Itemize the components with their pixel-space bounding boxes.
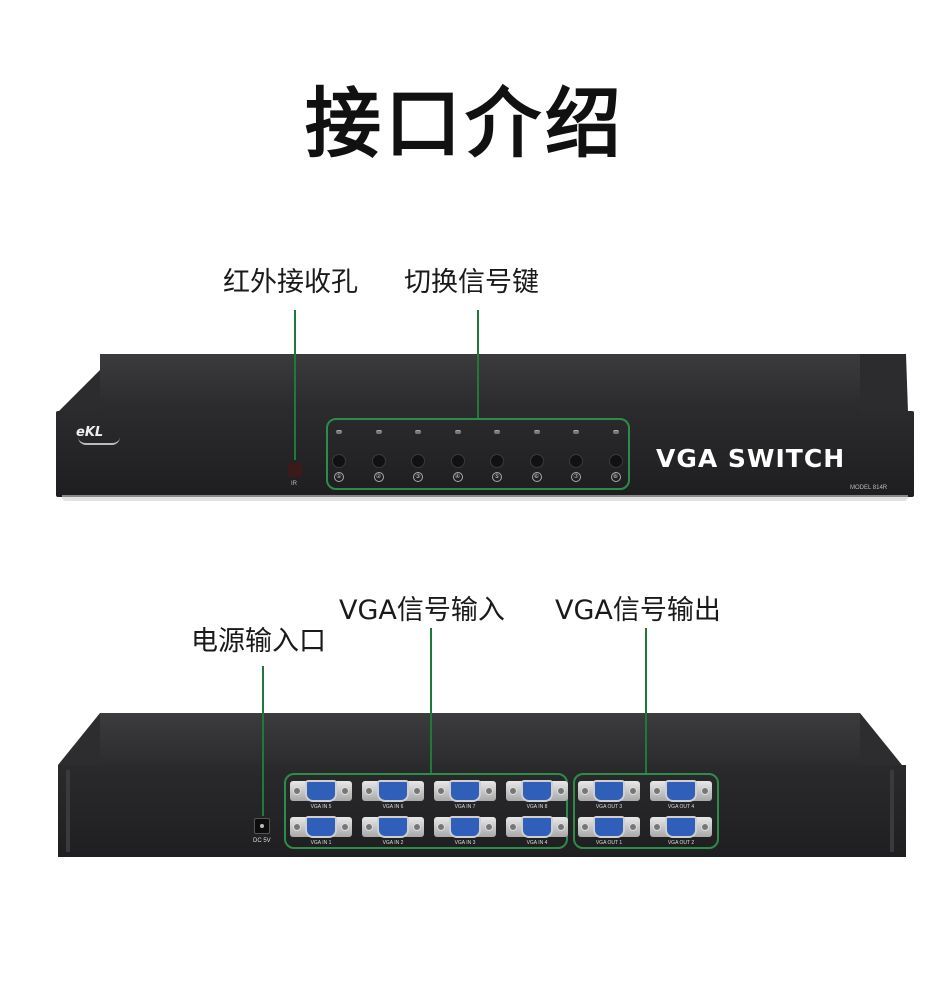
channel-led-2 (375, 430, 382, 434)
page-title: 接口介绍 (305, 79, 625, 168)
switch-key-number: ② (373, 472, 384, 482)
port-label: VGA IN 8 (526, 804, 548, 810)
vga-out-port (650, 779, 712, 803)
switch-key-number: ⑧ (610, 472, 621, 482)
port-label: VGA OUT 3 (595, 804, 623, 810)
port-label: VGA OUT 4 (667, 804, 695, 810)
switch-key-6[interactable] (529, 454, 544, 468)
switch-key-number: ④ (452, 472, 463, 482)
channel-led-8 (612, 430, 619, 434)
vga-input-leader-line (430, 628, 432, 774)
vga-output-highlight-frame (573, 773, 719, 849)
switch-key-2[interactable] (371, 454, 386, 468)
channel-led-6 (533, 430, 540, 434)
rear-panel-edge-right (890, 770, 894, 852)
rear-device-top-left (58, 713, 100, 765)
vga-input-highlight-frame (284, 773, 568, 849)
switch-key-number: ③ (413, 472, 423, 482)
vga-output-leader-line (645, 628, 647, 774)
power-leader-line (262, 666, 264, 816)
switch-key-number: ① (334, 472, 344, 482)
channel-led-5 (494, 430, 500, 434)
switch-keys-callout: 切换信号键 (404, 267, 539, 298)
vga-in-port (434, 815, 496, 839)
dc-power-jack (254, 818, 270, 834)
switch-key-8[interactable] (608, 454, 623, 468)
channel-led-1 (336, 430, 342, 434)
vga-in-port (362, 779, 424, 803)
switch-key-1[interactable] (332, 454, 346, 468)
switch-key-number: ⑦ (571, 472, 581, 482)
front-device-top-panel (100, 354, 860, 412)
vga-output-callout: VGA信号输出 (555, 595, 721, 626)
port-label: VGA IN 7 (454, 804, 476, 810)
front-panel-base (62, 495, 908, 501)
model-number: MODEL 814R (850, 485, 888, 491)
vga-out-port (650, 815, 712, 839)
vga-in-port (506, 815, 568, 839)
front-panel (56, 411, 914, 497)
rear-device-top-right (860, 713, 902, 765)
vga-in-port (506, 779, 568, 803)
switch-key-number: ⑤ (492, 472, 502, 482)
port-label: VGA IN 3 (454, 840, 476, 846)
ir-receiver-window (288, 463, 302, 477)
rear-device-top (100, 713, 860, 765)
vga-in-port (290, 815, 352, 839)
port-label: VGA IN 2 (382, 840, 404, 846)
ir-label: IR (291, 481, 297, 487)
port-label: VGA OUT 1 (595, 840, 623, 846)
port-label: VGA IN 1 (310, 840, 332, 846)
port-label: VGA IN 6 (382, 804, 404, 810)
rear-panel-edge-left (66, 770, 70, 852)
dc-label: DC 5V (253, 838, 271, 844)
port-label: VGA OUT 2 (667, 840, 695, 846)
switch-key-4[interactable] (450, 454, 465, 468)
power-input-callout: 电源输入口 (191, 626, 326, 657)
port-label: VGA IN 5 (310, 804, 332, 810)
switch-key-5[interactable] (490, 454, 504, 468)
vga-input-callout: VGA信号输入 (339, 595, 505, 626)
ir-receiver-callout: 红外接收孔 (223, 267, 358, 298)
port-label: VGA IN 4 (526, 840, 548, 846)
channel-led-3 (415, 430, 421, 434)
keys-highlight-frame (326, 418, 630, 490)
vga-out-port (578, 815, 640, 839)
vga-out-port (578, 779, 640, 803)
vga-in-port (434, 779, 496, 803)
rear-panel (58, 765, 906, 857)
switch-key-3[interactable] (411, 454, 425, 468)
channel-led-7 (573, 430, 579, 434)
keys-leader-line (477, 310, 479, 418)
vga-in-port (362, 815, 424, 839)
switch-key-number: ⑥ (531, 472, 542, 482)
channel-led-4 (454, 430, 461, 434)
logo-swoosh-icon (78, 437, 120, 445)
product-name: VGA SWITCH (656, 444, 846, 473)
ir-leader-line (294, 310, 296, 460)
switch-key-7[interactable] (569, 454, 583, 468)
vga-in-port (290, 779, 352, 803)
